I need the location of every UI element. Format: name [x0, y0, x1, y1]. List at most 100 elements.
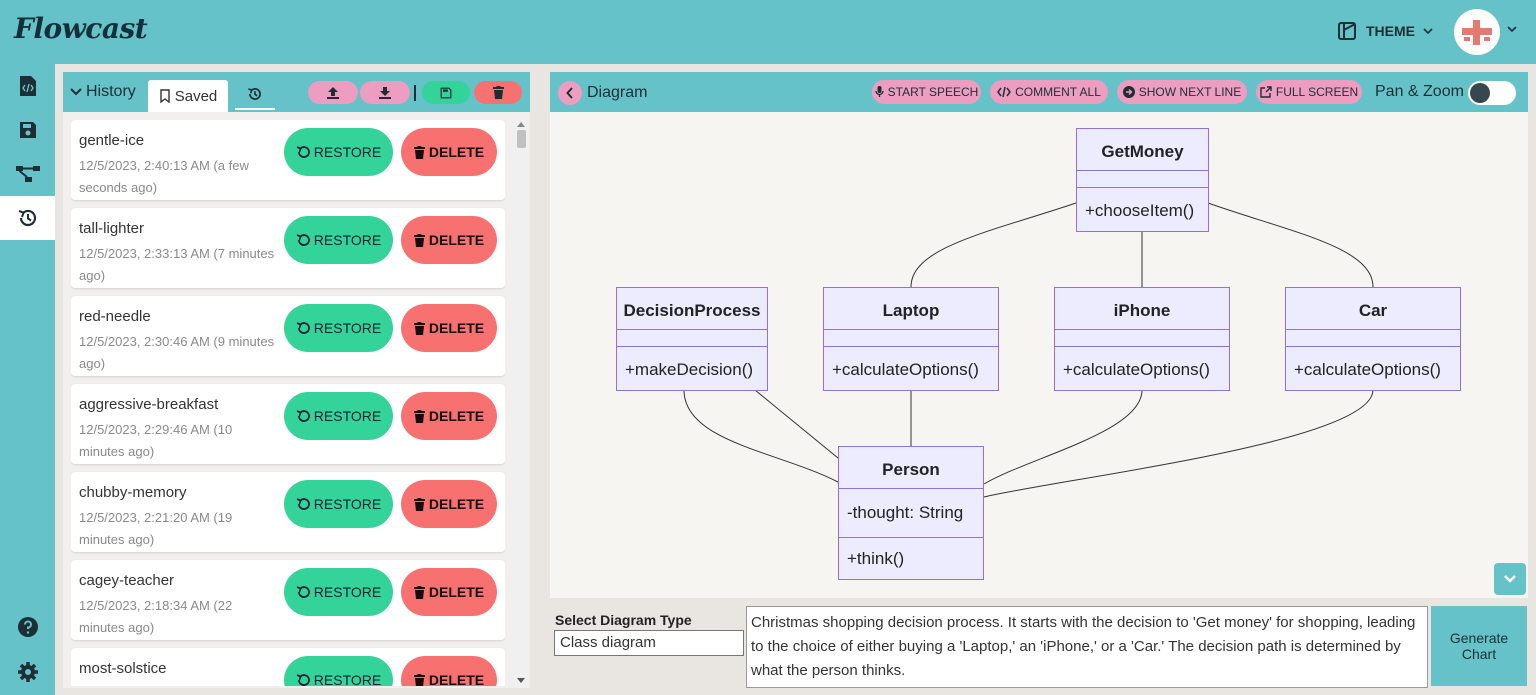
diagram-panel: Diagram START SPEECH COMMENT ALL SHOW NE… — [550, 72, 1528, 598]
delete-label: DELETE — [428, 408, 485, 424]
rail-item-flowchart[interactable] — [0, 152, 55, 196]
restore-button[interactable]: RESTORE — [284, 568, 393, 616]
scrollbar-thumb[interactable] — [517, 130, 526, 148]
restore-button[interactable]: RESTORE — [284, 304, 393, 352]
history-item-name: chubby-memory — [79, 484, 187, 501]
delete-label: DELETE — [428, 672, 485, 686]
history-list[interactable]: gentle-ice 12/5/2023, 2:40:13 AM (a few … — [71, 120, 505, 686]
start-speech-button[interactable]: START SPEECH — [872, 80, 981, 104]
uml-class-getmoney[interactable]: GetMoney +chooseItem() — [1076, 128, 1209, 232]
theme-label: THEME — [1366, 23, 1415, 39]
uml-attributes — [824, 330, 998, 347]
theme-menu[interactable]: THEME — [1336, 20, 1433, 42]
history-item-time: 12/5/2023, 2:33:13 AM (7 minutes ago) — [79, 246, 275, 283]
settings-icon — [17, 662, 38, 682]
uml-class-iphone[interactable]: iPhone +calculateOptions() — [1054, 287, 1230, 391]
restore-label: RESTORE — [313, 584, 382, 600]
rail-item-history[interactable] — [0, 196, 55, 240]
uml-class-name: Person — [882, 460, 940, 479]
uml-class-header: Laptop — [824, 288, 998, 330]
chevron-down-icon — [1504, 575, 1516, 583]
uml-attributes: -thought: String — [839, 489, 983, 538]
uml-attributes — [617, 330, 767, 347]
toggle-knob — [1470, 83, 1490, 103]
delete-label: DELETE — [428, 144, 485, 160]
history-icon — [18, 209, 36, 227]
download-button[interactable] — [360, 81, 410, 104]
description-textarea[interactable]: Christmas shopping decision process. It … — [746, 606, 1428, 688]
app-logo[interactable]: Flowcast — [14, 12, 148, 45]
download-icon — [379, 86, 391, 99]
history-collapse[interactable]: History — [69, 83, 136, 101]
edge-iphone-person — [983, 389, 1143, 485]
delete-button[interactable]: DELETE — [401, 128, 497, 176]
uml-method: +calculateOptions() — [1063, 360, 1210, 379]
save-history-button[interactable] — [422, 81, 470, 104]
uml-method: +chooseItem() — [1085, 201, 1195, 220]
avatar[interactable] — [1454, 9, 1500, 55]
rail-item-help[interactable] — [0, 605, 55, 649]
history-item-time: 12/5/2023, 2:40:13 AM (a few seconds ago… — [79, 158, 249, 195]
avatar-chevron-icon[interactable] — [1506, 24, 1518, 34]
scroll-down-button[interactable] — [1494, 563, 1526, 595]
delete-button[interactable]: DELETE — [401, 480, 497, 528]
chevron-left-icon — [566, 87, 573, 99]
history-item-time: 12/5/2023, 2:30:46 AM (9 minutes ago) — [79, 334, 275, 371]
delete-button[interactable]: DELETE — [401, 568, 497, 616]
rail-item-save[interactable] — [0, 108, 55, 152]
arrow-circle-right-icon — [1122, 86, 1135, 98]
diagram-type-select[interactable]: Class diagram — [554, 630, 744, 656]
history-scrollbar[interactable] — [514, 120, 528, 688]
tab-saved[interactable]: Saved — [148, 80, 228, 112]
scroll-down-icon — [517, 678, 525, 683]
upload-button[interactable] — [308, 81, 358, 104]
uml-attribute: -thought: String — [847, 503, 964, 522]
pan-zoom-toggle[interactable] — [1468, 81, 1516, 105]
uml-class-header: DecisionProcess — [617, 288, 767, 330]
restore-button[interactable]: RESTORE — [284, 480, 393, 528]
uml-class-laptop[interactable]: Laptop +calculateOptions() — [823, 287, 999, 391]
avatar-icon — [1462, 20, 1492, 45]
rail-item-code[interactable] — [0, 64, 55, 108]
collapse-button[interactable] — [558, 81, 582, 105]
history-item-time: 12/5/2023, 2:18:34 AM (22 minutes ago) — [79, 598, 233, 635]
generate-chart-button[interactable]: Generate Chart — [1431, 606, 1527, 686]
tab-history[interactable] — [235, 86, 275, 110]
uml-class-car[interactable]: Car +calculateOptions() — [1285, 287, 1461, 391]
undo-icon — [296, 586, 310, 598]
full-screen-button[interactable]: FULL SCREEN — [1256, 80, 1362, 104]
uml-class-header: Person — [839, 447, 983, 489]
list-item: most-solstice RESTORE DELETE — [71, 648, 505, 686]
comment-all-button[interactable]: COMMENT ALL — [990, 80, 1108, 104]
history-item-name: aggressive-breakfast — [79, 396, 219, 413]
toolbar-divider — [414, 85, 416, 101]
restore-label: RESTORE — [313, 144, 382, 160]
delete-button[interactable]: DELETE — [401, 656, 497, 686]
uml-method: +calculateOptions() — [832, 360, 979, 379]
list-item: tall-lighter 12/5/2023, 2:33:13 AM (7 mi… — [71, 208, 505, 288]
restore-button[interactable]: RESTORE — [284, 656, 393, 686]
restore-button[interactable]: RESTORE — [284, 128, 393, 176]
restore-button[interactable]: RESTORE — [284, 216, 393, 264]
uml-class-decisionprocess[interactable]: DecisionProcess +makeDecision() — [616, 287, 768, 391]
start-speech-label: START SPEECH — [887, 85, 979, 99]
delete-button[interactable]: DELETE — [401, 304, 497, 352]
clear-history-button[interactable] — [474, 81, 522, 104]
bookmark-icon — [160, 89, 170, 103]
uml-attributes — [1286, 330, 1460, 347]
microphone-icon — [874, 86, 884, 97]
history-item-name: most-solstice — [79, 660, 167, 677]
save-icon — [440, 87, 452, 98]
rail-item-settings[interactable] — [0, 650, 55, 694]
delete-button[interactable]: DELETE — [401, 216, 497, 264]
undo-icon — [296, 674, 310, 686]
uml-attributes — [1077, 171, 1208, 188]
show-next-line-button[interactable]: SHOW NEXT LINE — [1117, 80, 1247, 104]
trash-icon — [413, 321, 425, 335]
restore-button[interactable]: RESTORE — [284, 392, 393, 440]
uml-class-name: GetMoney — [1101, 142, 1184, 161]
uml-class-person[interactable]: Person -thought: String +think() — [838, 446, 984, 580]
trash-icon — [413, 673, 425, 686]
trash-icon — [413, 497, 425, 511]
delete-button[interactable]: DELETE — [401, 392, 497, 440]
